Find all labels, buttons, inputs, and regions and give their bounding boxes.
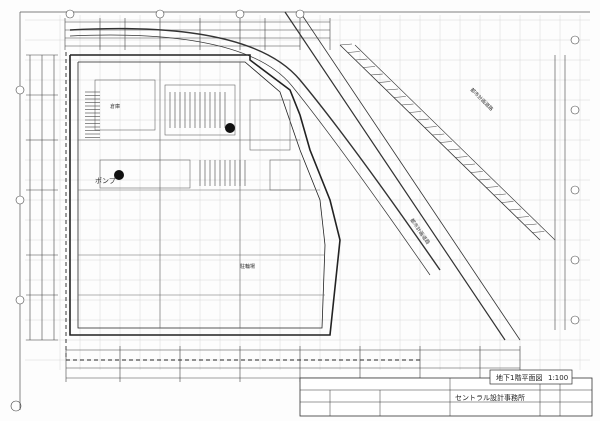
rail-tie <box>393 96 406 98</box>
rail-tie <box>401 103 414 106</box>
grid-bubble <box>15 195 25 205</box>
equipment-markers <box>114 123 235 180</box>
railway-hatching <box>339 43 545 233</box>
pump-label: ポンプ <box>95 177 116 185</box>
diagonal-road <box>284 11 556 341</box>
road-arc <box>69 27 441 276</box>
bottom-dimension-ticks <box>65 346 521 382</box>
rail-tie <box>493 193 506 196</box>
rail-tie <box>386 88 399 91</box>
grid-bubble <box>570 315 580 325</box>
grid-bubbles <box>15 9 580 325</box>
right-dimension-lines <box>554 55 566 330</box>
rail-tie <box>455 156 468 158</box>
property-line <box>65 52 420 361</box>
sheet-mark <box>10 400 22 412</box>
grid-bubble <box>15 85 25 95</box>
rail-tie <box>424 126 437 128</box>
grid-bubble <box>65 9 75 19</box>
rail-tie <box>363 66 376 68</box>
bottom-dimension-lines <box>66 349 520 379</box>
equipment-circle <box>225 123 235 133</box>
rail-tie <box>355 58 368 61</box>
room-label-b: 駐輪場 <box>240 263 255 270</box>
rail-tie <box>532 231 545 233</box>
road-label: 都市計画道路 <box>469 86 495 112</box>
rail-tie <box>501 201 514 203</box>
rail-tie <box>470 171 483 173</box>
rail-tie <box>439 141 453 143</box>
stairs-hatching <box>85 91 246 186</box>
rail-tie <box>409 111 422 113</box>
grid-bubble <box>295 9 305 19</box>
drawing-scale: 1:100 <box>548 374 568 382</box>
grid-lines <box>25 15 590 370</box>
rail-tie <box>447 148 460 151</box>
title-block: 地下1階平面図 1:100 セントラル設計事務所 <box>299 369 593 417</box>
grid-bubble <box>15 295 25 305</box>
grid-bubble <box>155 9 165 19</box>
grid-bubble <box>570 185 580 195</box>
rail-tie <box>509 208 522 211</box>
grid-bubble <box>570 35 580 45</box>
rail-tie <box>339 43 353 46</box>
sheet-frame <box>19 11 590 410</box>
rail-tie <box>378 81 391 83</box>
rail-tie <box>524 223 537 226</box>
rail-tie <box>347 51 360 53</box>
building-outline <box>69 54 341 336</box>
grid-bubble <box>570 255 580 265</box>
rail-tie <box>516 216 529 218</box>
rail-tie <box>478 178 491 181</box>
rail-tie <box>432 133 445 136</box>
grid-bubble <box>235 9 245 19</box>
top-dimension-lines <box>65 21 330 47</box>
rail-tie <box>463 163 476 166</box>
drawing-title: 地下1階平面図 <box>496 373 542 382</box>
rail-tie <box>416 118 429 121</box>
rail-tie <box>370 73 383 76</box>
interior-walls <box>78 62 325 328</box>
rail-tie <box>486 186 499 188</box>
firm-name: セントラル設計事務所 <box>455 393 525 402</box>
grid-bubble <box>570 105 580 115</box>
left-dimension-lines <box>29 55 55 340</box>
left-dimension-ticks <box>26 54 58 341</box>
room-label-a: 倉庫 <box>110 103 120 110</box>
pump-circle <box>114 170 124 180</box>
